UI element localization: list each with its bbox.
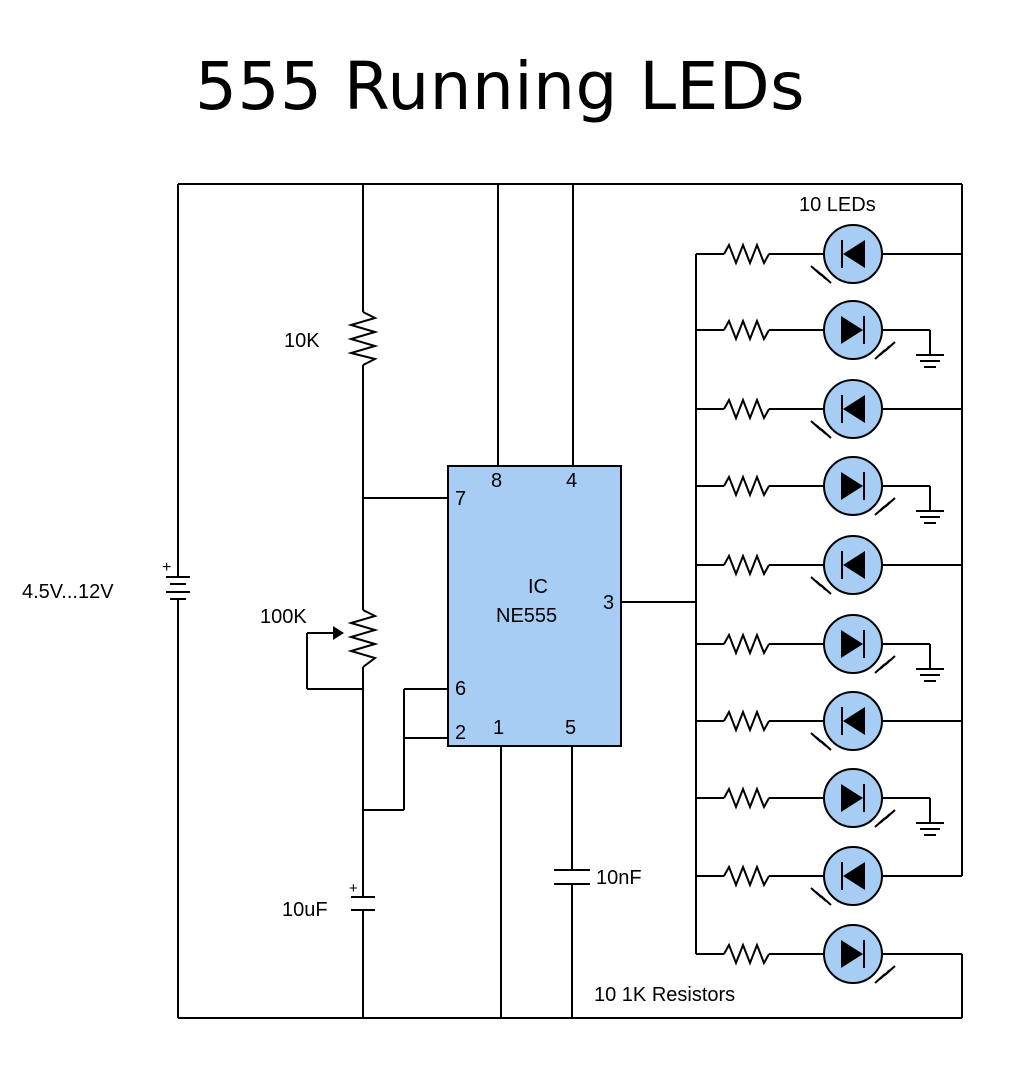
led-rows — [696, 224, 962, 984]
ground-icon — [916, 510, 944, 524]
supply-voltage-label: 4.5V...12V — [22, 581, 114, 603]
diode-triangle — [843, 551, 865, 579]
diode-triangle — [841, 472, 863, 500]
ic-wires — [497, 184, 696, 1018]
resistor-icon — [723, 942, 770, 966]
led-row — [696, 535, 962, 595]
diode-triangle — [841, 630, 863, 658]
resistor-icon — [723, 242, 770, 266]
pin-4-label: 4 — [566, 470, 577, 492]
timing-branch-wires — [306, 184, 449, 1018]
resistors-label: 10 1K Resistors — [594, 984, 735, 1006]
resistor-icon — [723, 474, 770, 498]
battery-plus-label: + — [162, 559, 171, 576]
ic-ne555 — [447, 465, 622, 747]
diode-triangle — [841, 316, 863, 344]
led-row — [696, 224, 962, 284]
page-title: 555 Running LEDs — [194, 48, 806, 125]
led-row — [696, 614, 944, 682]
capacitor-icon — [554, 869, 590, 885]
pin-3-label: 3 — [603, 592, 614, 614]
led-row — [696, 768, 944, 836]
diode-triangle — [841, 940, 863, 968]
pin-7-label: 7 — [455, 488, 466, 510]
led-row — [696, 691, 962, 751]
diode-triangle — [843, 395, 865, 423]
diode-triangle — [841, 784, 863, 812]
diode-triangle — [843, 240, 865, 268]
pin-1-label: 1 — [493, 717, 504, 739]
pin-6-label: 6 — [455, 678, 466, 700]
cap-control-label: 10nF — [596, 867, 642, 889]
ground-icon — [916, 822, 944, 836]
ic-title-line2: NE555 — [496, 605, 557, 627]
led-row — [696, 379, 962, 439]
ground-icon — [916, 668, 944, 682]
pin-2-label: 2 — [455, 722, 466, 744]
outer-wires — [177, 183, 963, 1019]
led-row — [696, 456, 944, 524]
resistor-icon — [723, 553, 770, 577]
battery-icon — [166, 570, 190, 608]
leds-label: 10 LEDs — [799, 194, 876, 216]
r-top-label: 10K — [284, 330, 320, 352]
potentiometer-icon — [347, 609, 379, 668]
resistor-icon — [723, 318, 770, 342]
ic-title-line1: IC — [528, 576, 548, 598]
led-row — [696, 924, 962, 984]
resistor-icon — [723, 632, 770, 656]
cap-timing-plus: + — [349, 880, 358, 897]
diode-triangle — [843, 862, 865, 890]
led-row — [696, 300, 944, 368]
capacitor-icon — [351, 896, 375, 918]
resistor-icon — [347, 311, 379, 366]
wiper-arrow — [333, 626, 344, 640]
cap-timing-label: 10uF — [282, 899, 328, 921]
resistor-icon — [723, 786, 770, 810]
pot-label: 100K — [260, 606, 307, 628]
ground-icon — [916, 354, 944, 368]
diode-triangle — [843, 707, 865, 735]
led-row — [696, 846, 962, 906]
pin-5-label: 5 — [565, 717, 576, 739]
resistor-icon — [723, 864, 770, 888]
pin-8-label: 8 — [491, 470, 502, 492]
resistor-icon — [723, 397, 770, 421]
resistor-icon — [723, 709, 770, 733]
